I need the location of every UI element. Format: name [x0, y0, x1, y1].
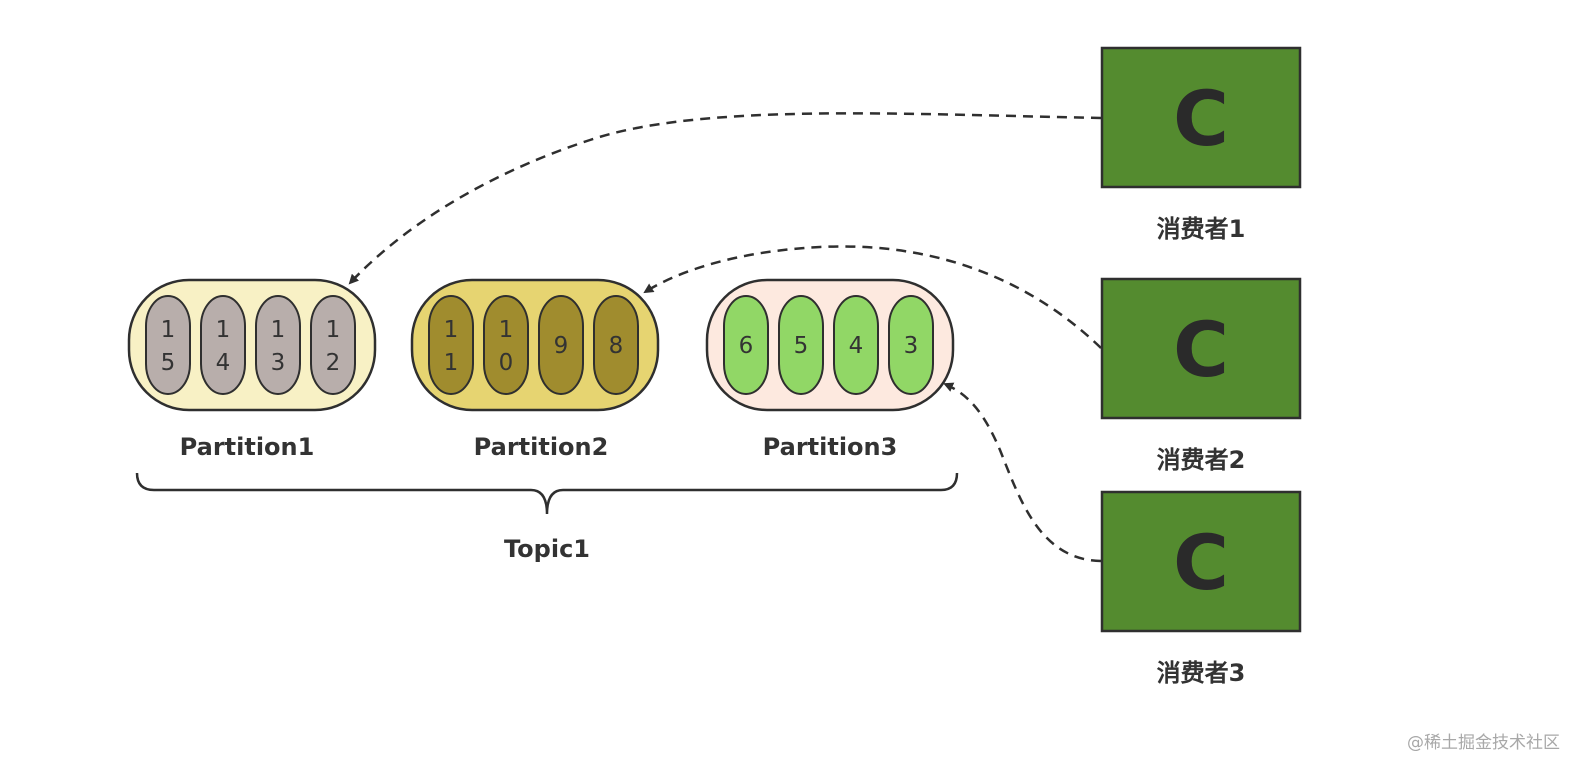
message-digit-1: 4 — [849, 333, 864, 359]
message-digit-1: 1 — [444, 317, 459, 343]
partition-1-message-14: 1 4 — [200, 295, 246, 395]
topic-brace — [135, 472, 959, 515]
consumer-1-label: 消费者1 — [1157, 215, 1246, 243]
message-cell — [538, 295, 584, 395]
partition-2-message-8: 8 — [593, 295, 639, 395]
message-digit-1: 8 — [609, 333, 624, 359]
message-digit-1: 1 — [326, 317, 341, 343]
message-digit-2: 2 — [326, 350, 341, 376]
message-cell — [723, 295, 769, 395]
message-digit-1: 3 — [904, 333, 919, 359]
consumer-1-letter: C — [1173, 74, 1229, 163]
consumer-3: C 消费者3 — [1100, 490, 1302, 687]
message-cell — [888, 295, 934, 395]
arrow-consumer-2-to-partition-2 — [643, 245, 1102, 349]
message-digit-1: 1 — [499, 317, 514, 343]
message-cell — [200, 295, 246, 395]
message-digit-2: 0 — [499, 350, 514, 376]
partition-2-message-10: 1 0 — [483, 295, 529, 395]
message-digit-2: 5 — [161, 350, 176, 376]
message-cell — [145, 295, 191, 395]
consumer-2-label: 消费者2 — [1157, 446, 1246, 474]
message-digit-2: 1 — [444, 350, 459, 376]
message-cell — [255, 295, 301, 395]
consumer-2-letter: C — [1173, 305, 1229, 394]
partition-3: 6 5 4 3 Partition3 — [705, 278, 955, 461]
message-digit-2: 4 — [216, 350, 231, 376]
partition-3-message-4: 4 — [833, 295, 879, 395]
watermark-text: @稀土掘金技术社区 — [1407, 733, 1560, 753]
message-cell — [483, 295, 529, 395]
topic-label: Topic1 — [504, 535, 590, 563]
consumer-2: C 消费者2 — [1100, 277, 1302, 474]
partition-2-message-11: 1 1 — [428, 295, 474, 395]
arrow-consumer-3-to-partition-3 — [943, 382, 1102, 563]
partition-2: 1 1 1 0 9 8 Partition2 — [410, 278, 660, 461]
partition-1-label: Partition1 — [180, 433, 315, 461]
message-cell — [428, 295, 474, 395]
partition-2-message-9: 9 — [538, 295, 584, 395]
topic-group: Topic1 — [135, 472, 959, 563]
consumer-1: C 消费者1 — [1100, 46, 1302, 243]
partition-2-label: Partition2 — [474, 433, 609, 461]
partition-1-message-15: 1 5 — [145, 295, 191, 395]
partition-3-label: Partition3 — [763, 433, 898, 461]
partition-3-message-6: 6 — [723, 295, 769, 395]
consumer-1-box — [1100, 46, 1302, 189]
message-digit-1: 6 — [739, 333, 754, 359]
message-cell — [833, 295, 879, 395]
message-digit-1: 1 — [271, 317, 286, 343]
message-digit-1: 5 — [794, 333, 809, 359]
partition-1-message-13: 1 3 — [255, 295, 301, 395]
partition-1-message-12: 1 2 — [310, 295, 356, 395]
message-cell — [593, 295, 639, 395]
consumer-3-box — [1100, 490, 1302, 633]
consumer-2-box — [1100, 277, 1302, 420]
arrow-consumer-1-to-partition-1 — [348, 112, 1102, 285]
message-digit-1: 9 — [554, 333, 569, 359]
message-cell — [778, 295, 824, 395]
partition-3-message-3: 3 — [888, 295, 934, 395]
message-cell — [310, 295, 356, 395]
consumer-3-letter: C — [1173, 518, 1229, 607]
partition-1: 1 5 1 4 1 3 1 2 Partition1 — [127, 278, 377, 461]
consumer-3-label: 消费者3 — [1157, 659, 1246, 687]
message-digit-1: 1 — [161, 317, 176, 343]
partition-3-message-5: 5 — [778, 295, 824, 395]
message-digit-2: 3 — [271, 350, 286, 376]
message-digit-1: 1 — [216, 317, 231, 343]
